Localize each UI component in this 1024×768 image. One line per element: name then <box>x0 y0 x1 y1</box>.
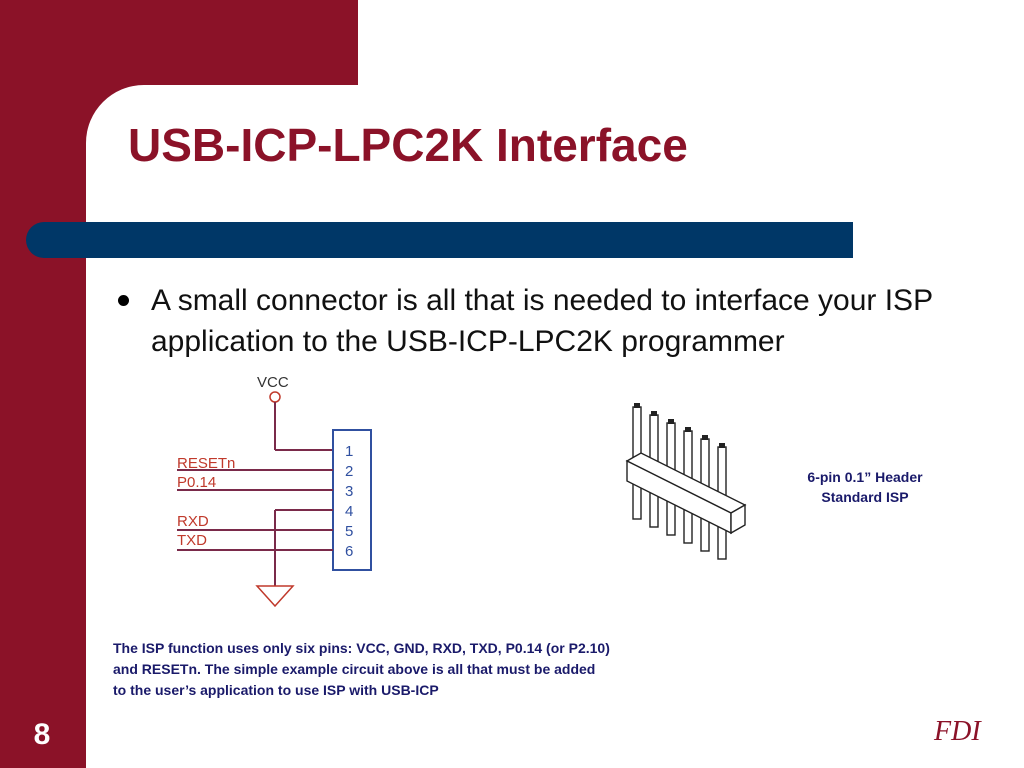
signal-label-txd: TXD <box>177 532 207 549</box>
header-body-side <box>730 503 746 535</box>
footnote-line: The ISP function uses only six pins: VCC… <box>113 640 610 656</box>
pin-tip-icon <box>634 403 640 408</box>
page-number: 8 <box>33 718 51 751</box>
pin-header-drawing <box>625 403 747 560</box>
signal-label-rxd: RXD <box>177 513 209 530</box>
slide-title: USB-ICP-LPC2K Interface <box>128 119 688 171</box>
pin-tip-icon <box>668 419 674 424</box>
pin-number: 3 <box>345 483 353 500</box>
header-caption: 6-pin 0.1” Header Standard ISP <box>780 467 950 507</box>
header-caption-line: 6-pin 0.1” Header <box>807 469 923 485</box>
pin-tip-icon <box>702 435 708 440</box>
pin-tip-icon <box>651 411 657 416</box>
connector-schematic: VCC 1 2 3 4 5 6 RESETn P0.14 RXD TXD <box>177 374 372 608</box>
bullet-text: A small connector is all that is needed … <box>151 284 933 358</box>
vcc-terminal-icon <box>269 391 281 403</box>
pin-number: 4 <box>345 503 353 520</box>
pin-number: 1 <box>345 443 353 460</box>
content-panel <box>86 85 1024 768</box>
bullet-dot-icon <box>118 295 129 306</box>
logo-text: FDI <box>933 716 982 747</box>
fdi-logo: FDI <box>933 716 982 747</box>
footnote-line: and RESETn. The simple example circuit a… <box>113 661 596 677</box>
signal-label-p014: P0.14 <box>177 474 216 491</box>
connector-body <box>332 429 372 571</box>
pin-number: 5 <box>345 523 353 540</box>
footnote-line: to the user’s application to use ISP wit… <box>113 682 439 698</box>
pin-tip-icon <box>685 427 691 432</box>
footnote: The ISP function uses only six pins: VCC… <box>113 638 753 701</box>
header-caption-line: Standard ISP <box>821 489 909 505</box>
pin-number: 2 <box>345 463 353 480</box>
signal-label-resetn: RESETn <box>177 455 235 472</box>
ground-symbol-icon <box>255 585 295 608</box>
title-underline-bar <box>26 222 853 258</box>
pin-number: 6 <box>345 543 353 560</box>
pin-tip-icon <box>719 443 725 448</box>
vcc-label: VCC <box>257 374 289 391</box>
